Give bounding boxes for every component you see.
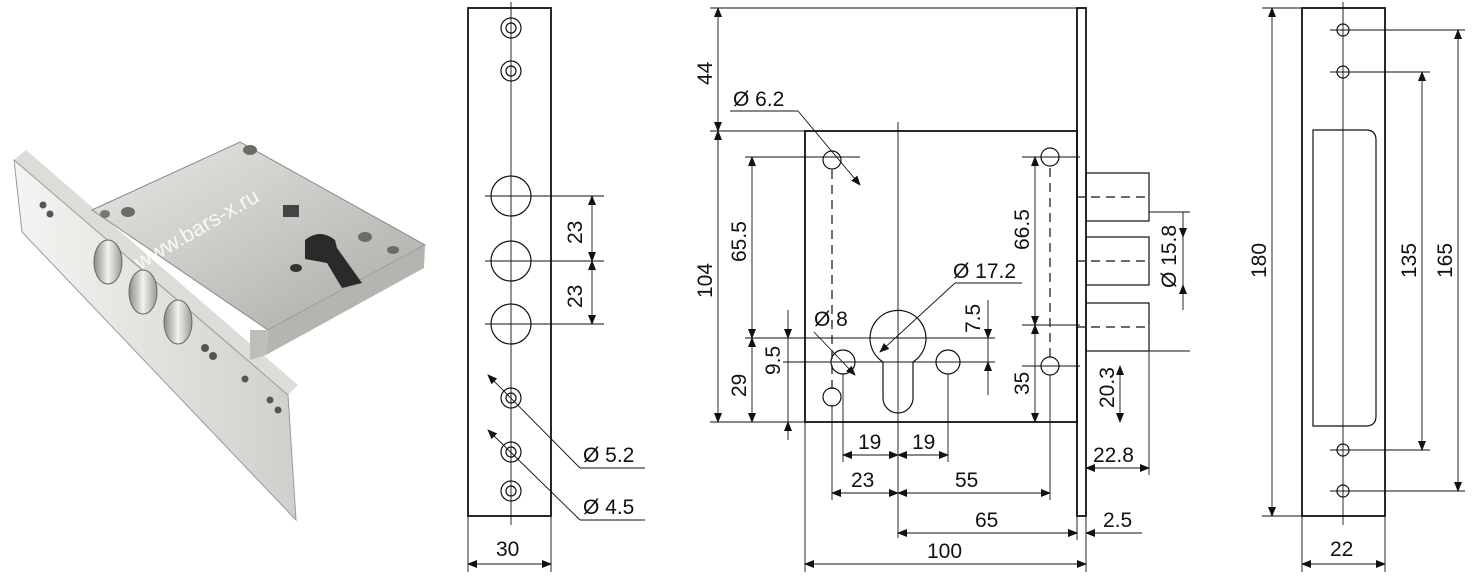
dim-22: 22 [1330, 538, 1353, 561]
dim-35: 35 [1011, 372, 1034, 395]
side-faceplate [1076, 7, 1087, 517]
dim-23-bottom: 23 [851, 469, 874, 492]
dim-180: 180 [1248, 243, 1271, 278]
strike-plate-outline [1301, 7, 1386, 517]
dia-8-label: Ø 8 [814, 308, 848, 331]
dim-23-lower: 23 [564, 285, 587, 308]
dim-30: 30 [496, 538, 519, 561]
dim-104: 104 [694, 263, 717, 298]
lock-faceplate [14, 150, 298, 395]
dim-19-left: 19 [858, 431, 881, 454]
dim-19-right: 19 [912, 431, 935, 454]
dim-20-3: 20.3 [1096, 367, 1119, 408]
dim-165: 165 [1434, 243, 1457, 278]
dia-17-2-label: Ø 17.2 [953, 260, 1016, 283]
lock-body-outline [804, 130, 1078, 423]
dim-29: 29 [728, 374, 751, 397]
strike-slot [1312, 129, 1377, 427]
dim-55: 55 [955, 469, 978, 492]
dim-65-5: 65.5 [728, 221, 751, 262]
dim-22-8: 22.8 [1093, 444, 1134, 467]
lock-cylinder-hole [305, 234, 362, 288]
dia-15-8-label: Ø 15.8 [1158, 225, 1181, 288]
faceplate-outline [467, 7, 552, 517]
dim-135: 135 [1398, 243, 1421, 278]
dim-2-5: 2.5 [1103, 509, 1132, 532]
dim-9-5: 9.5 [762, 346, 785, 375]
side-bolts [1076, 172, 1150, 352]
cylinder-cutout [869, 309, 927, 414]
dim-66-5: 66.5 [1011, 209, 1034, 250]
dim-7-5: 7.5 [962, 304, 985, 333]
dia-6-2-label: Ø 6.2 [733, 88, 784, 111]
dim-100: 100 [927, 540, 962, 563]
strike-view: 180 135 165 22 [1248, 2, 1465, 572]
front-view: 23 23 Ø 5.2 Ø 4.5 30 [467, 2, 645, 572]
dia-5-2-label: Ø 5.2 [583, 444, 634, 467]
side-view: 44 104 65.5 29 9.5 Ø 6.2 Ø 8 Ø 17.2 7.5 … [694, 7, 1190, 572]
dia-4-5-label: Ø 4.5 [583, 496, 634, 519]
lock-photo: www.bars-x.ru [13, 141, 427, 522]
dim-23-upper: 23 [564, 221, 587, 244]
lock-bolts [93, 239, 193, 345]
dim-65: 65 [975, 509, 998, 532]
dim-44: 44 [694, 61, 717, 85]
